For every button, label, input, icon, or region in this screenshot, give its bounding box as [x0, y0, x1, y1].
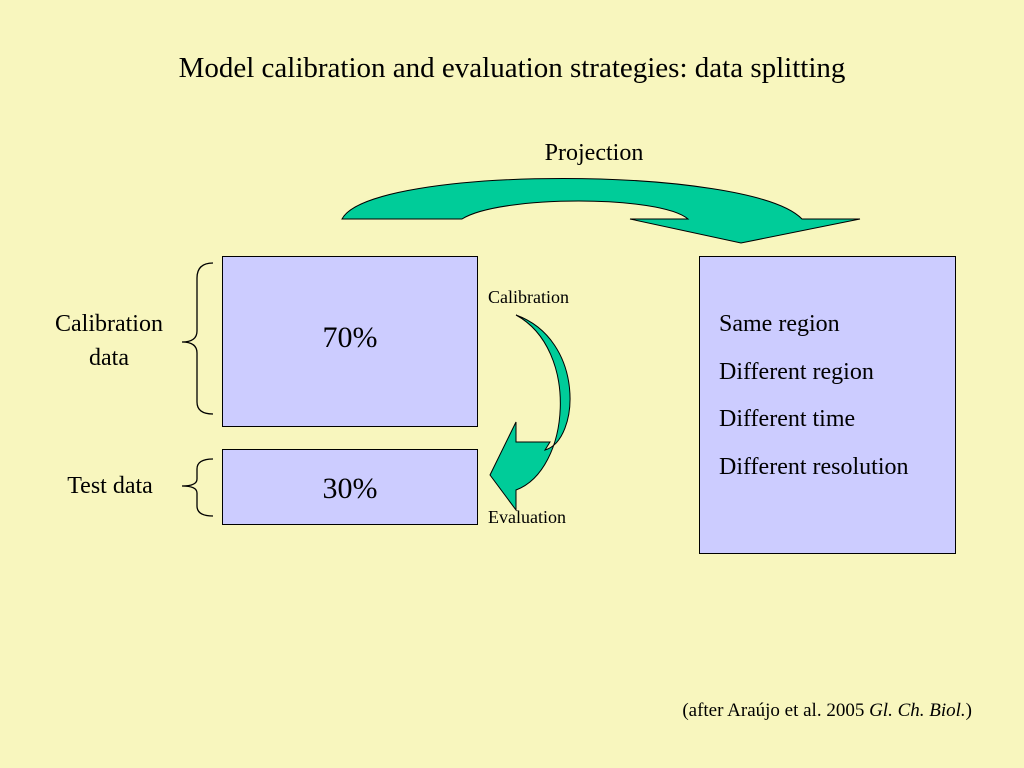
calibration-evaluation-arrow: [489, 314, 571, 512]
calibration-percentage: 70%: [322, 321, 378, 354]
projection-item: Same region: [719, 311, 840, 337]
test-data-brace: [181, 458, 214, 517]
calibration-data-label-line2: data: [89, 345, 129, 371]
arrow-evaluation-label: Evaluation: [488, 507, 566, 527]
citation-journal: Gl. Ch. Biol.: [869, 700, 966, 721]
projection-item: Different time: [719, 406, 856, 432]
citation-prefix: (after Araújo et al. 2005: [682, 700, 870, 721]
test-box: 30%: [222, 449, 478, 525]
calibration-data-brace: [181, 262, 214, 415]
projection-item: Different region: [719, 358, 874, 385]
projection-list: Same region Different region Different t…: [719, 308, 909, 498]
calibration-box: 70%: [222, 256, 478, 427]
citation-suffix: ): [965, 700, 972, 721]
projection-box: [699, 256, 956, 554]
calibration-data-label: Calibration data: [34, 307, 184, 375]
citation: (after Araújo et al. 2005 Gl. Ch. Biol.): [600, 700, 972, 722]
test-data-label: Test data: [67, 473, 153, 499]
test-percentage: 30%: [322, 472, 378, 505]
projection-label: Projection: [544, 140, 644, 166]
projection-item: Different resolution: [719, 453, 909, 480]
arrow-calibration-label: Calibration: [488, 287, 569, 307]
projection-arrow: [341, 178, 861, 244]
calibration-data-label-line1: Calibration: [55, 311, 163, 337]
slide-title: Model calibration and evaluation strateg…: [178, 52, 846, 84]
